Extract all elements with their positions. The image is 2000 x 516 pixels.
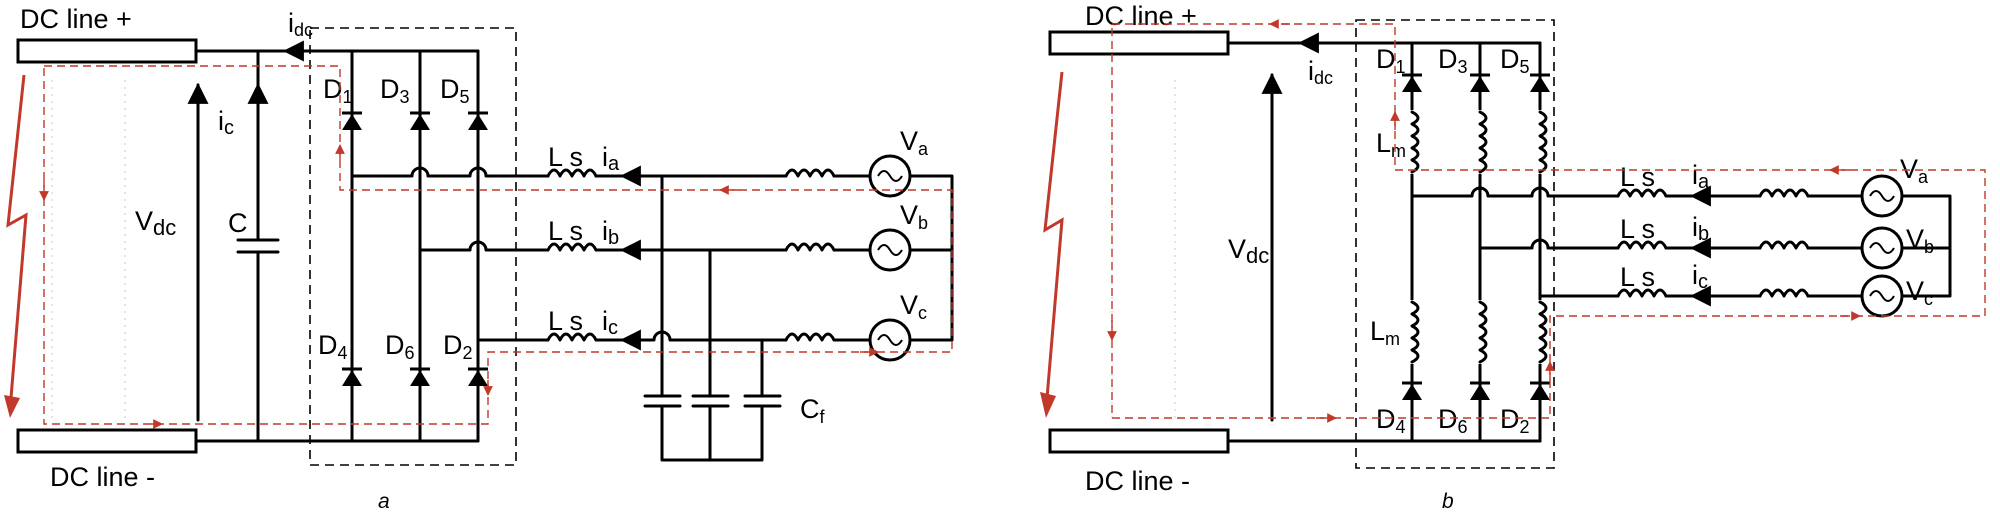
converter-box-b	[1355, 19, 1555, 469]
d5-label-b: D5	[1500, 44, 1530, 77]
vb-label-a: Vb	[900, 200, 928, 233]
diode-d3-a	[408, 111, 432, 132]
d3-label-b: D3	[1438, 44, 1468, 77]
fault-current-path-b	[1107, 19, 1986, 423]
cf-label-a: Cf	[800, 394, 826, 427]
lm-label-b-bottom: Lm	[1370, 316, 1400, 349]
grid-lines	[51, 80, 126, 420]
ib-label-b: ib	[1692, 212, 1709, 245]
d4-label-a: D4	[318, 330, 348, 363]
vc-label-a: Vc	[900, 290, 927, 323]
va-label-a: Va	[900, 126, 929, 159]
diode-d4-b	[1400, 381, 1424, 402]
dc-line-negative-label-b: DC line -	[1085, 466, 1190, 496]
diode-d3-b	[1468, 73, 1492, 94]
vdc-label-b: Vdc	[1228, 234, 1269, 268]
ls-label-a-1: L s	[548, 142, 583, 172]
fault-current-path-a	[39, 65, 953, 429]
capacitor-c-label: C	[228, 208, 248, 238]
vb-label-b: Vb	[1906, 224, 1934, 257]
circuit-b: DC line + DC line - idc Vdc	[1040, 1, 1986, 513]
ls-label-a-2: L s	[548, 216, 583, 246]
d3-label-a: D3	[380, 74, 410, 107]
diode-d6-a	[408, 367, 432, 388]
ic-label-a: ic	[218, 106, 234, 139]
ac-phase-lines-a	[350, 154, 954, 362]
ls-label-b-2: L s	[1620, 214, 1655, 244]
diode-d2-a	[466, 367, 490, 388]
idc-label-b: idc	[1308, 56, 1333, 88]
filter-capacitors-a	[643, 174, 782, 462]
arm-inductors-b	[1402, 110, 1550, 364]
dc-line-negative-bar	[16, 428, 198, 454]
ic-phase-label-a: ic	[602, 306, 618, 339]
ic-phase-label-b: ic	[1692, 260, 1708, 293]
d5-label-a: D5	[440, 74, 470, 107]
dc-line-positive-bar-b	[1048, 30, 1230, 56]
ls-label-b-3: L s	[1620, 262, 1655, 292]
d6-label-a: D6	[385, 330, 415, 363]
diode-d5-a	[466, 111, 490, 132]
d1-label-b: D1	[1376, 44, 1406, 77]
diode-d4-a	[340, 367, 364, 388]
idc-label-a: idc	[288, 8, 313, 40]
dc-line-positive-label-b: DC line +	[1085, 1, 1197, 31]
d1-label-a: D1	[323, 74, 353, 107]
vdc-label-a: Vdc	[135, 206, 176, 240]
grid-lines-b	[1111, 80, 1176, 420]
lm-label-b-top: Lm	[1376, 128, 1406, 161]
dc-line-negative-bar-b	[1048, 428, 1230, 454]
ac-phase-lines-b	[1410, 174, 1952, 318]
d2-label-a: D2	[443, 330, 473, 363]
diode-d5-b	[1528, 73, 1552, 94]
ib-label-a: ib	[602, 216, 619, 249]
dc-line-positive-bar	[16, 38, 198, 64]
fault-lightning-b	[1043, 71, 1064, 411]
converter-box-a	[309, 27, 517, 466]
diode-d6-b	[1468, 381, 1492, 402]
ia-label-b: ia	[1692, 160, 1710, 193]
bridge-legs-b	[1410, 41, 1542, 443]
ia-label-a: ia	[602, 142, 620, 175]
ls-label-a-3: L s	[548, 306, 583, 336]
d6-label-b: D6	[1438, 404, 1468, 437]
va-label-b: Va	[1900, 154, 1929, 187]
diode-d1-b	[1400, 73, 1424, 94]
d4-label-b: D4	[1376, 404, 1406, 437]
fault-lightning-a	[6, 74, 28, 411]
caption-a: a	[378, 490, 390, 513]
vc-label-b: Vc	[1906, 276, 1933, 309]
circuit-a: DC line + DC line - idc Vdc ic C	[4, 4, 954, 513]
d2-label-b: D2	[1500, 404, 1530, 437]
ls-label-b-1: L s	[1620, 162, 1655, 192]
dc-line-negative-label: DC line -	[50, 462, 155, 492]
caption-b: b	[1442, 490, 1454, 513]
dc-line-positive-label: DC line +	[20, 4, 132, 34]
diode-d1-a	[340, 111, 364, 132]
diode-d2-b	[1528, 381, 1552, 402]
